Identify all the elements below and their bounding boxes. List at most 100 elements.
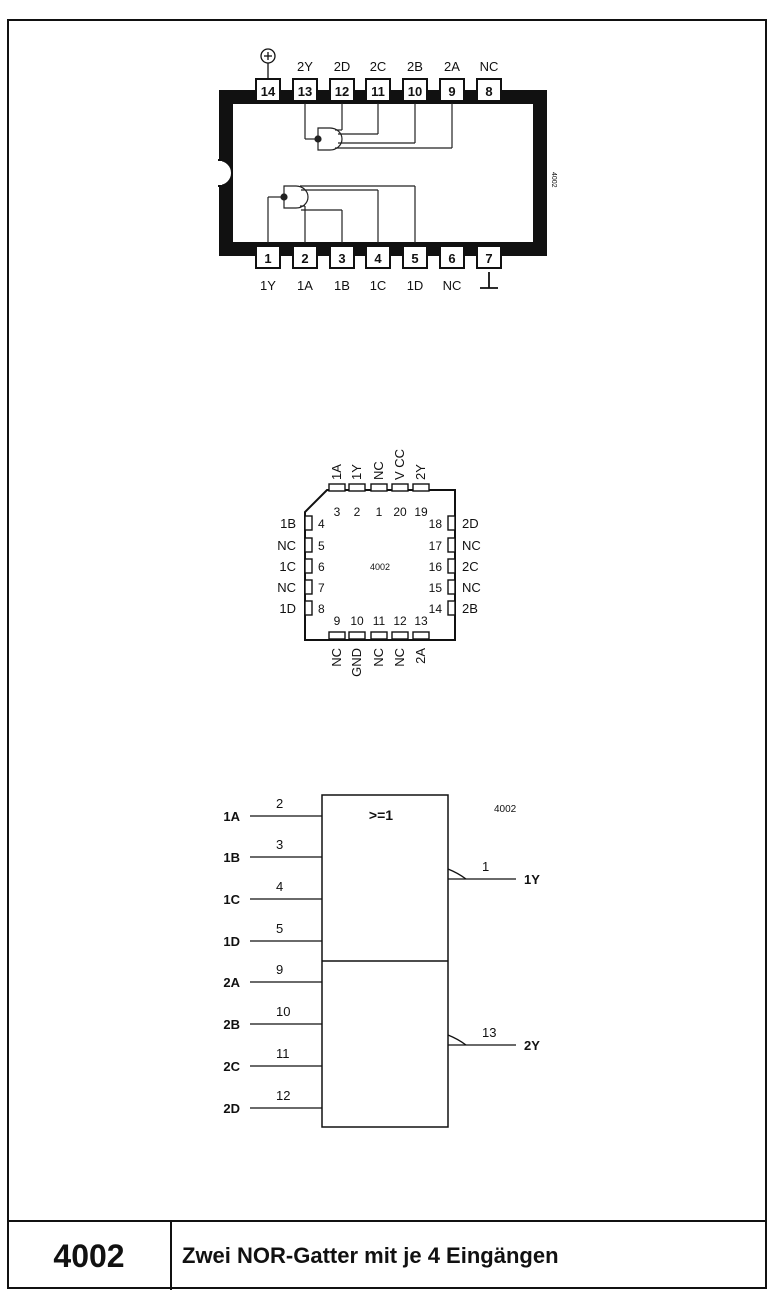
svg-text:9: 9	[334, 614, 341, 628]
svg-text:2D: 2D	[462, 516, 479, 531]
plcc-pin-2: 2 1Y	[348, 464, 366, 519]
dip-pin-14: 14	[255, 78, 281, 102]
dip-pin-label: 2A	[444, 59, 460, 74]
svg-text:16: 16	[429, 560, 443, 574]
svg-text:1Y: 1Y	[349, 464, 364, 480]
dip-pin-number: 8	[485, 84, 492, 99]
svg-text:1C: 1C	[223, 892, 240, 907]
svg-text:4: 4	[318, 517, 325, 531]
svg-text:2B: 2B	[223, 1017, 240, 1032]
dip-body	[219, 90, 547, 256]
svg-text:NC: NC	[392, 648, 407, 667]
page-frame	[7, 19, 767, 1289]
logic-input-2A: 2A9	[223, 962, 322, 990]
dip-pin-number: 5	[411, 251, 418, 266]
svg-text:NC: NC	[371, 648, 386, 667]
svg-text:2Y: 2Y	[413, 464, 428, 480]
plcc-pin-20: 20V CC	[391, 449, 409, 519]
dip-pin-4: 41C	[365, 245, 391, 293]
svg-text:1A: 1A	[329, 464, 344, 480]
dip-notch	[218, 158, 234, 188]
plcc-pin-5: 5NC	[277, 537, 325, 553]
dip-gate-1-wiring	[267, 185, 416, 243]
dip-pin-label: 2D	[334, 59, 351, 74]
plcc-pin-9: 9NC	[328, 614, 346, 667]
svg-text:10: 10	[276, 1004, 290, 1019]
dip-pin-5: 51D	[402, 245, 428, 293]
svg-text:NC: NC	[371, 461, 386, 480]
svg-text:NC: NC	[462, 538, 481, 553]
svg-text:2C: 2C	[223, 1059, 240, 1074]
dip-pin-3: 31B	[329, 245, 355, 293]
plcc-pin-14: 14 2B	[429, 600, 478, 616]
footer-code: 4002	[8, 1222, 172, 1290]
dip-pin-label: 2B	[407, 59, 423, 74]
dip-pin-number: 9	[448, 84, 455, 99]
svg-text:NC: NC	[277, 538, 296, 553]
svg-text:9: 9	[276, 962, 283, 977]
svg-text:2D: 2D	[223, 1101, 240, 1116]
svg-text:14: 14	[429, 602, 443, 616]
dip-pin-label: 2Y	[297, 59, 313, 74]
dip-pin-number: 11	[371, 84, 385, 99]
svg-text:3: 3	[334, 505, 341, 519]
svg-text:1: 1	[376, 505, 383, 519]
svg-text:2B: 2B	[462, 601, 478, 616]
dip-pin-number: 4	[374, 251, 382, 266]
plcc-pin-3: 3 1A	[328, 464, 346, 519]
dip-gate-1	[283, 185, 309, 209]
dip-pin-1: 11Y	[255, 245, 281, 293]
svg-text:2: 2	[354, 505, 361, 519]
svg-text:18: 18	[429, 517, 443, 531]
dip-pin-number: 13	[298, 84, 312, 99]
svg-text:3: 3	[276, 837, 283, 852]
dip-pin-8: 8 NC	[476, 59, 502, 102]
dip-pin-label: NC	[480, 59, 499, 74]
plcc-pin-19: 19 2Y	[412, 464, 430, 519]
dip-gate-2	[317, 127, 343, 151]
dip-pin-12: 12 2D	[329, 59, 355, 102]
svg-text:7: 7	[318, 581, 325, 595]
dip-pin-number: 14	[261, 84, 276, 99]
dip-pin-6: 6NC	[439, 245, 465, 293]
plcc-center-label: 4002	[370, 562, 390, 572]
logic-input-1A: 1A2	[223, 796, 322, 824]
logic-input-1D: 1D 5	[223, 921, 322, 949]
svg-text:GND: GND	[349, 648, 364, 677]
dip-pin-number: 2	[301, 251, 308, 266]
svg-text:1D: 1D	[279, 601, 296, 616]
svg-text:19: 19	[414, 505, 428, 519]
plcc-pin-6: 61C	[279, 558, 325, 574]
svg-text:8: 8	[318, 602, 325, 616]
svg-text:1D: 1D	[223, 934, 240, 949]
dip-pin-number: 12	[335, 84, 349, 99]
svg-text:5: 5	[276, 921, 283, 936]
svg-text:2A: 2A	[413, 648, 428, 664]
plcc-body	[304, 489, 456, 641]
vcc-symbol	[260, 48, 276, 78]
plcc-pin-4: 41B	[280, 515, 325, 531]
svg-text:NC: NC	[329, 648, 344, 667]
svg-text:12: 12	[393, 614, 407, 628]
svg-text:1: 1	[482, 859, 489, 874]
dip-gate-2-wiring	[304, 103, 453, 151]
svg-text:11: 11	[373, 614, 386, 628]
svg-text:1C: 1C	[279, 559, 296, 574]
svg-text:1B: 1B	[223, 850, 240, 865]
logic-symbol-label: >=1	[369, 807, 393, 823]
svg-text:17: 17	[429, 539, 443, 553]
plcc-pin-1: 1 NC	[370, 461, 388, 519]
plcc-pin-8: 8 1D	[279, 600, 325, 616]
dip-pin-number: 6	[448, 251, 455, 266]
